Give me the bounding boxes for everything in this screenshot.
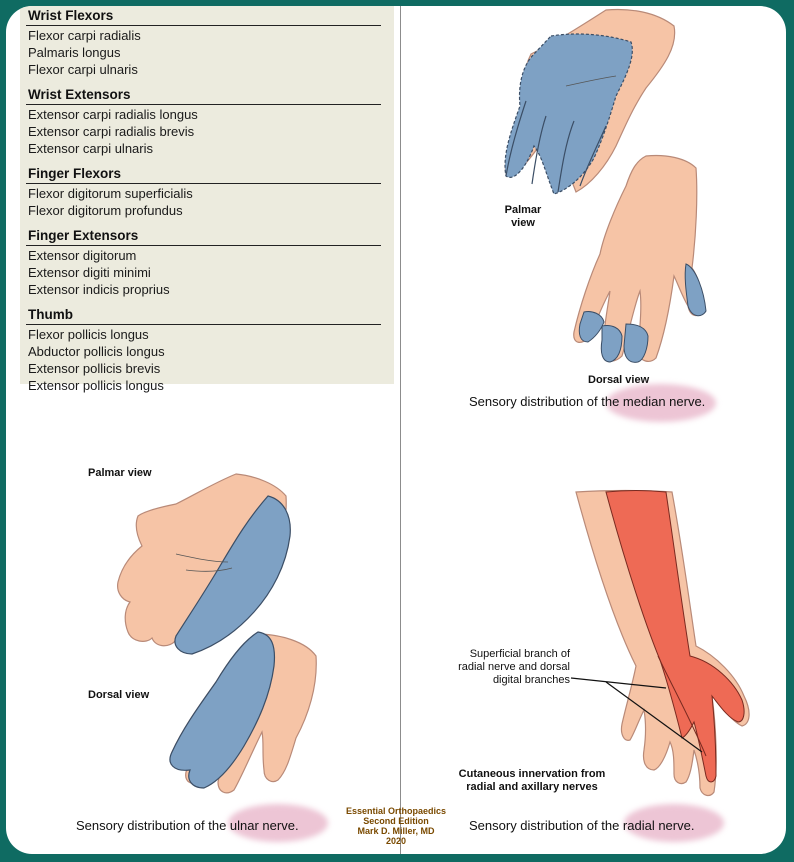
- median-palmar-label: Palmar view: [503, 204, 543, 230]
- radial-cutaneous-label-line2: radial and axillary nerves: [466, 781, 598, 793]
- radial-caption-highlight: [624, 804, 724, 842]
- muscle-group-rule: [26, 245, 381, 246]
- median-dorsal-label: Dorsal view: [588, 374, 650, 386]
- muscle-item: Flexor digitorum profundus: [28, 203, 183, 218]
- muscle-item: Extensor digiti minimi: [28, 265, 151, 280]
- muscle-item: Extensor carpi radialis brevis: [28, 124, 195, 139]
- muscle-group-title: Wrist Flexors: [28, 8, 114, 23]
- median-dorsal-hand: [573, 154, 707, 363]
- muscle-item: Extensor digitorum: [28, 248, 137, 263]
- median-caption-highlight: [606, 384, 716, 422]
- radial-branch-label-line2: radial nerve and dorsal: [458, 661, 570, 673]
- muscle-item: Flexor carpi radialis: [28, 28, 141, 43]
- ulnar-palmar-blue: [174, 495, 291, 655]
- muscle-item: Flexor pollicis longus: [28, 327, 149, 342]
- ulnar-dorsal-blue: [169, 631, 276, 789]
- muscle-item: Extensor carpi radialis longus: [28, 107, 198, 122]
- muscle-item: Flexor digitorum superficialis: [28, 186, 193, 201]
- radial-red-territory: [605, 490, 745, 783]
- vertical-divider: [400, 6, 401, 854]
- muscle-group-rule: [26, 324, 381, 325]
- ulnar-dorsal-hand: [169, 631, 317, 794]
- muscle-group-rule: [26, 25, 381, 26]
- muscle-item: Abductor pollicis longus: [28, 344, 165, 359]
- credits-line2: Second Edition: [363, 816, 429, 826]
- median-dorsal-blue-tip2: [600, 325, 623, 363]
- book-credits: Essential Orthopaedics Second Edition Ma…: [336, 806, 456, 846]
- muscle-item: Flexor carpi ulnaris: [28, 62, 138, 77]
- credits-line3: Mark D. Miller, MD: [357, 826, 435, 836]
- median-palmar-label-line2: view: [511, 217, 535, 229]
- muscle-group-title: Finger Extensors: [28, 228, 139, 243]
- radial-branch-label-line3: digital branches: [492, 674, 570, 686]
- median-palmar-label-line1: Palmar: [504, 204, 542, 216]
- ulnar-dorsal-label: Dorsal view: [88, 689, 150, 701]
- credits-line1: Essential Orthopaedics: [345, 806, 447, 816]
- muscle-group-title: Wrist Extensors: [28, 87, 131, 102]
- radial-forearm-hand: [570, 489, 750, 797]
- muscle-group-title: Thumb: [28, 307, 73, 322]
- muscle-item: Extensor pollicis brevis: [28, 361, 161, 376]
- ulnar-palmar-label: Palmar view: [88, 467, 152, 479]
- credits-line4: 2020: [385, 836, 407, 846]
- radial-cutaneous-label: Cutaneous innervation from radial and ax…: [452, 768, 612, 794]
- median-palmar-hand: [504, 8, 676, 195]
- median-dorsal-blue-tip1: [623, 323, 649, 363]
- muscle-item: Extensor pollicis longus: [28, 378, 164, 393]
- muscle-item: Palmaris longus: [28, 45, 121, 60]
- median-palmar-blue: [504, 33, 633, 195]
- radial-branch-label-line1: Superficial branch of: [469, 648, 570, 660]
- radial-cutaneous-label-line1: Cutaneous innervation from: [458, 768, 606, 780]
- median-caption: Sensory distribution of the median nerve…: [469, 394, 706, 409]
- radial-caption: Sensory distribution of the radial nerve…: [469, 818, 695, 833]
- muscle-group-title: Finger Flexors: [28, 166, 122, 181]
- muscle-group-rule: [26, 104, 381, 105]
- muscle-group-rule: [26, 183, 381, 184]
- muscle-item: Extensor indicis proprius: [28, 282, 170, 297]
- muscle-item: Extensor carpi ulnaris: [28, 141, 153, 156]
- radial-pointer-line-1: [570, 677, 667, 689]
- ulnar-palmar-hand: [117, 473, 291, 655]
- radial-branch-label: Superficial branch of radial nerve and d…: [452, 648, 570, 687]
- median-dorsal-blue-tip3: [578, 311, 605, 343]
- radial-pointer-line-2: [605, 681, 703, 753]
- median-dorsal-blue-thumbside: [684, 263, 707, 317]
- ulnar-caption: Sensory distribution of the ulnar nerve.: [76, 818, 299, 833]
- ulnar-caption-highlight: [228, 804, 328, 842]
